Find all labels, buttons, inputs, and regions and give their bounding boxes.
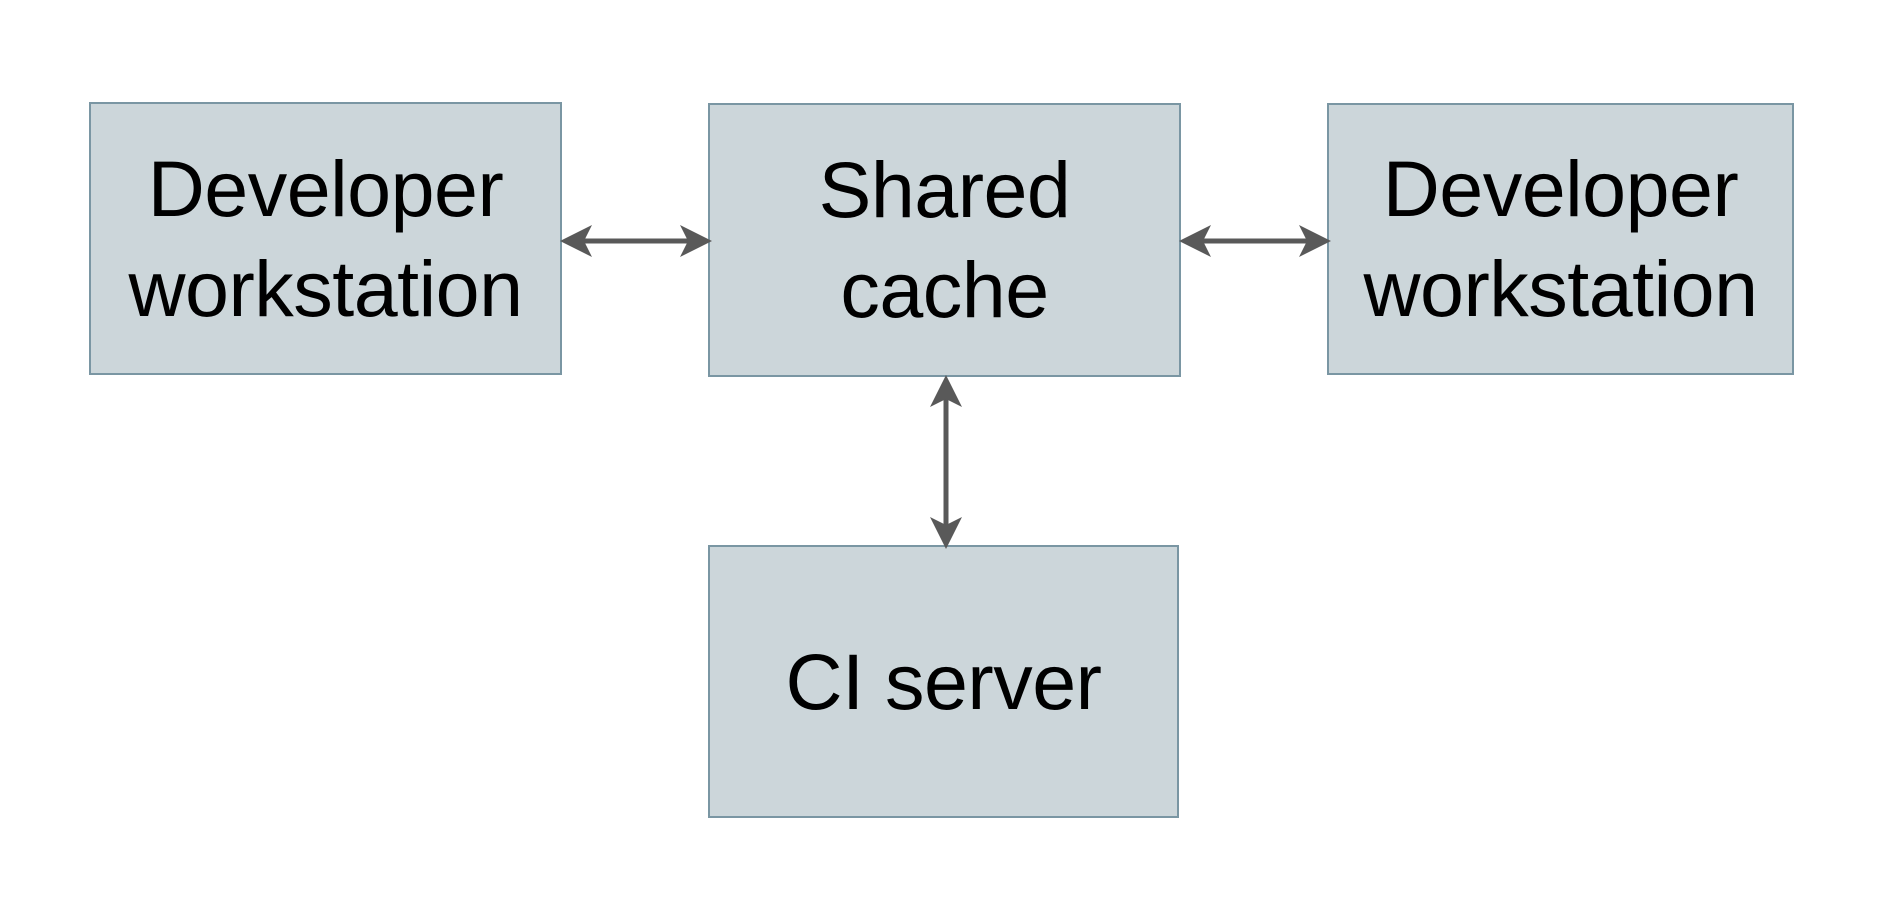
edge-developer-workstation-left-to-shared-cache	[560, 225, 712, 257]
arrowhead-left-icon	[560, 225, 592, 257]
arrowhead-left-icon	[1179, 225, 1211, 257]
node-developer-workstation-right[interactable]: Developer workstation	[1327, 103, 1794, 375]
arrowhead-up-icon	[930, 375, 962, 407]
node-developer-workstation-left[interactable]: Developer workstation	[89, 102, 562, 375]
node-label-developer-workstation-left: Developer workstation	[128, 143, 523, 333]
node-shared-cache[interactable]: Shared cache	[708, 103, 1181, 377]
node-ci-server[interactable]: CI server	[708, 545, 1179, 818]
node-label-ci-server: CI server	[785, 636, 1102, 726]
node-label-shared-cache: Shared cache	[818, 145, 1071, 334]
edge-shared-cache-to-developer-workstation-right	[1179, 225, 1331, 257]
edge-shared-cache-to-ci-server	[930, 375, 962, 549]
node-label-developer-workstation-right: Developer workstation	[1363, 144, 1758, 333]
